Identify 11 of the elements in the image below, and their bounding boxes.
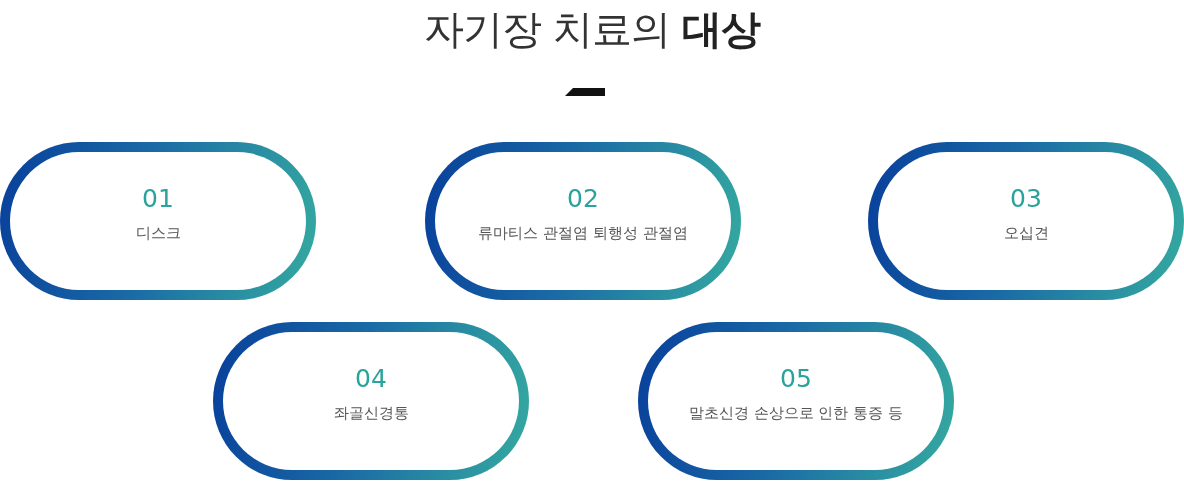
item-text: 류마티스 관절염 퇴행성 관절염 bbox=[477, 223, 689, 244]
title: 자기장 치료의 대상 bbox=[424, 5, 760, 54]
item-number: 04 bbox=[355, 364, 387, 394]
item-number: 02 bbox=[567, 184, 599, 214]
item-text: 말초신경 손상으로 인한 통증 등 bbox=[687, 403, 905, 424]
item-text: 좌골신경통 bbox=[332, 403, 410, 424]
item-text: 오십견 bbox=[1002, 223, 1050, 244]
item-number: 01 bbox=[142, 184, 174, 214]
item-number: 05 bbox=[780, 364, 812, 394]
item-text: 디스크 bbox=[134, 223, 182, 244]
item-number: 03 bbox=[1010, 184, 1042, 214]
